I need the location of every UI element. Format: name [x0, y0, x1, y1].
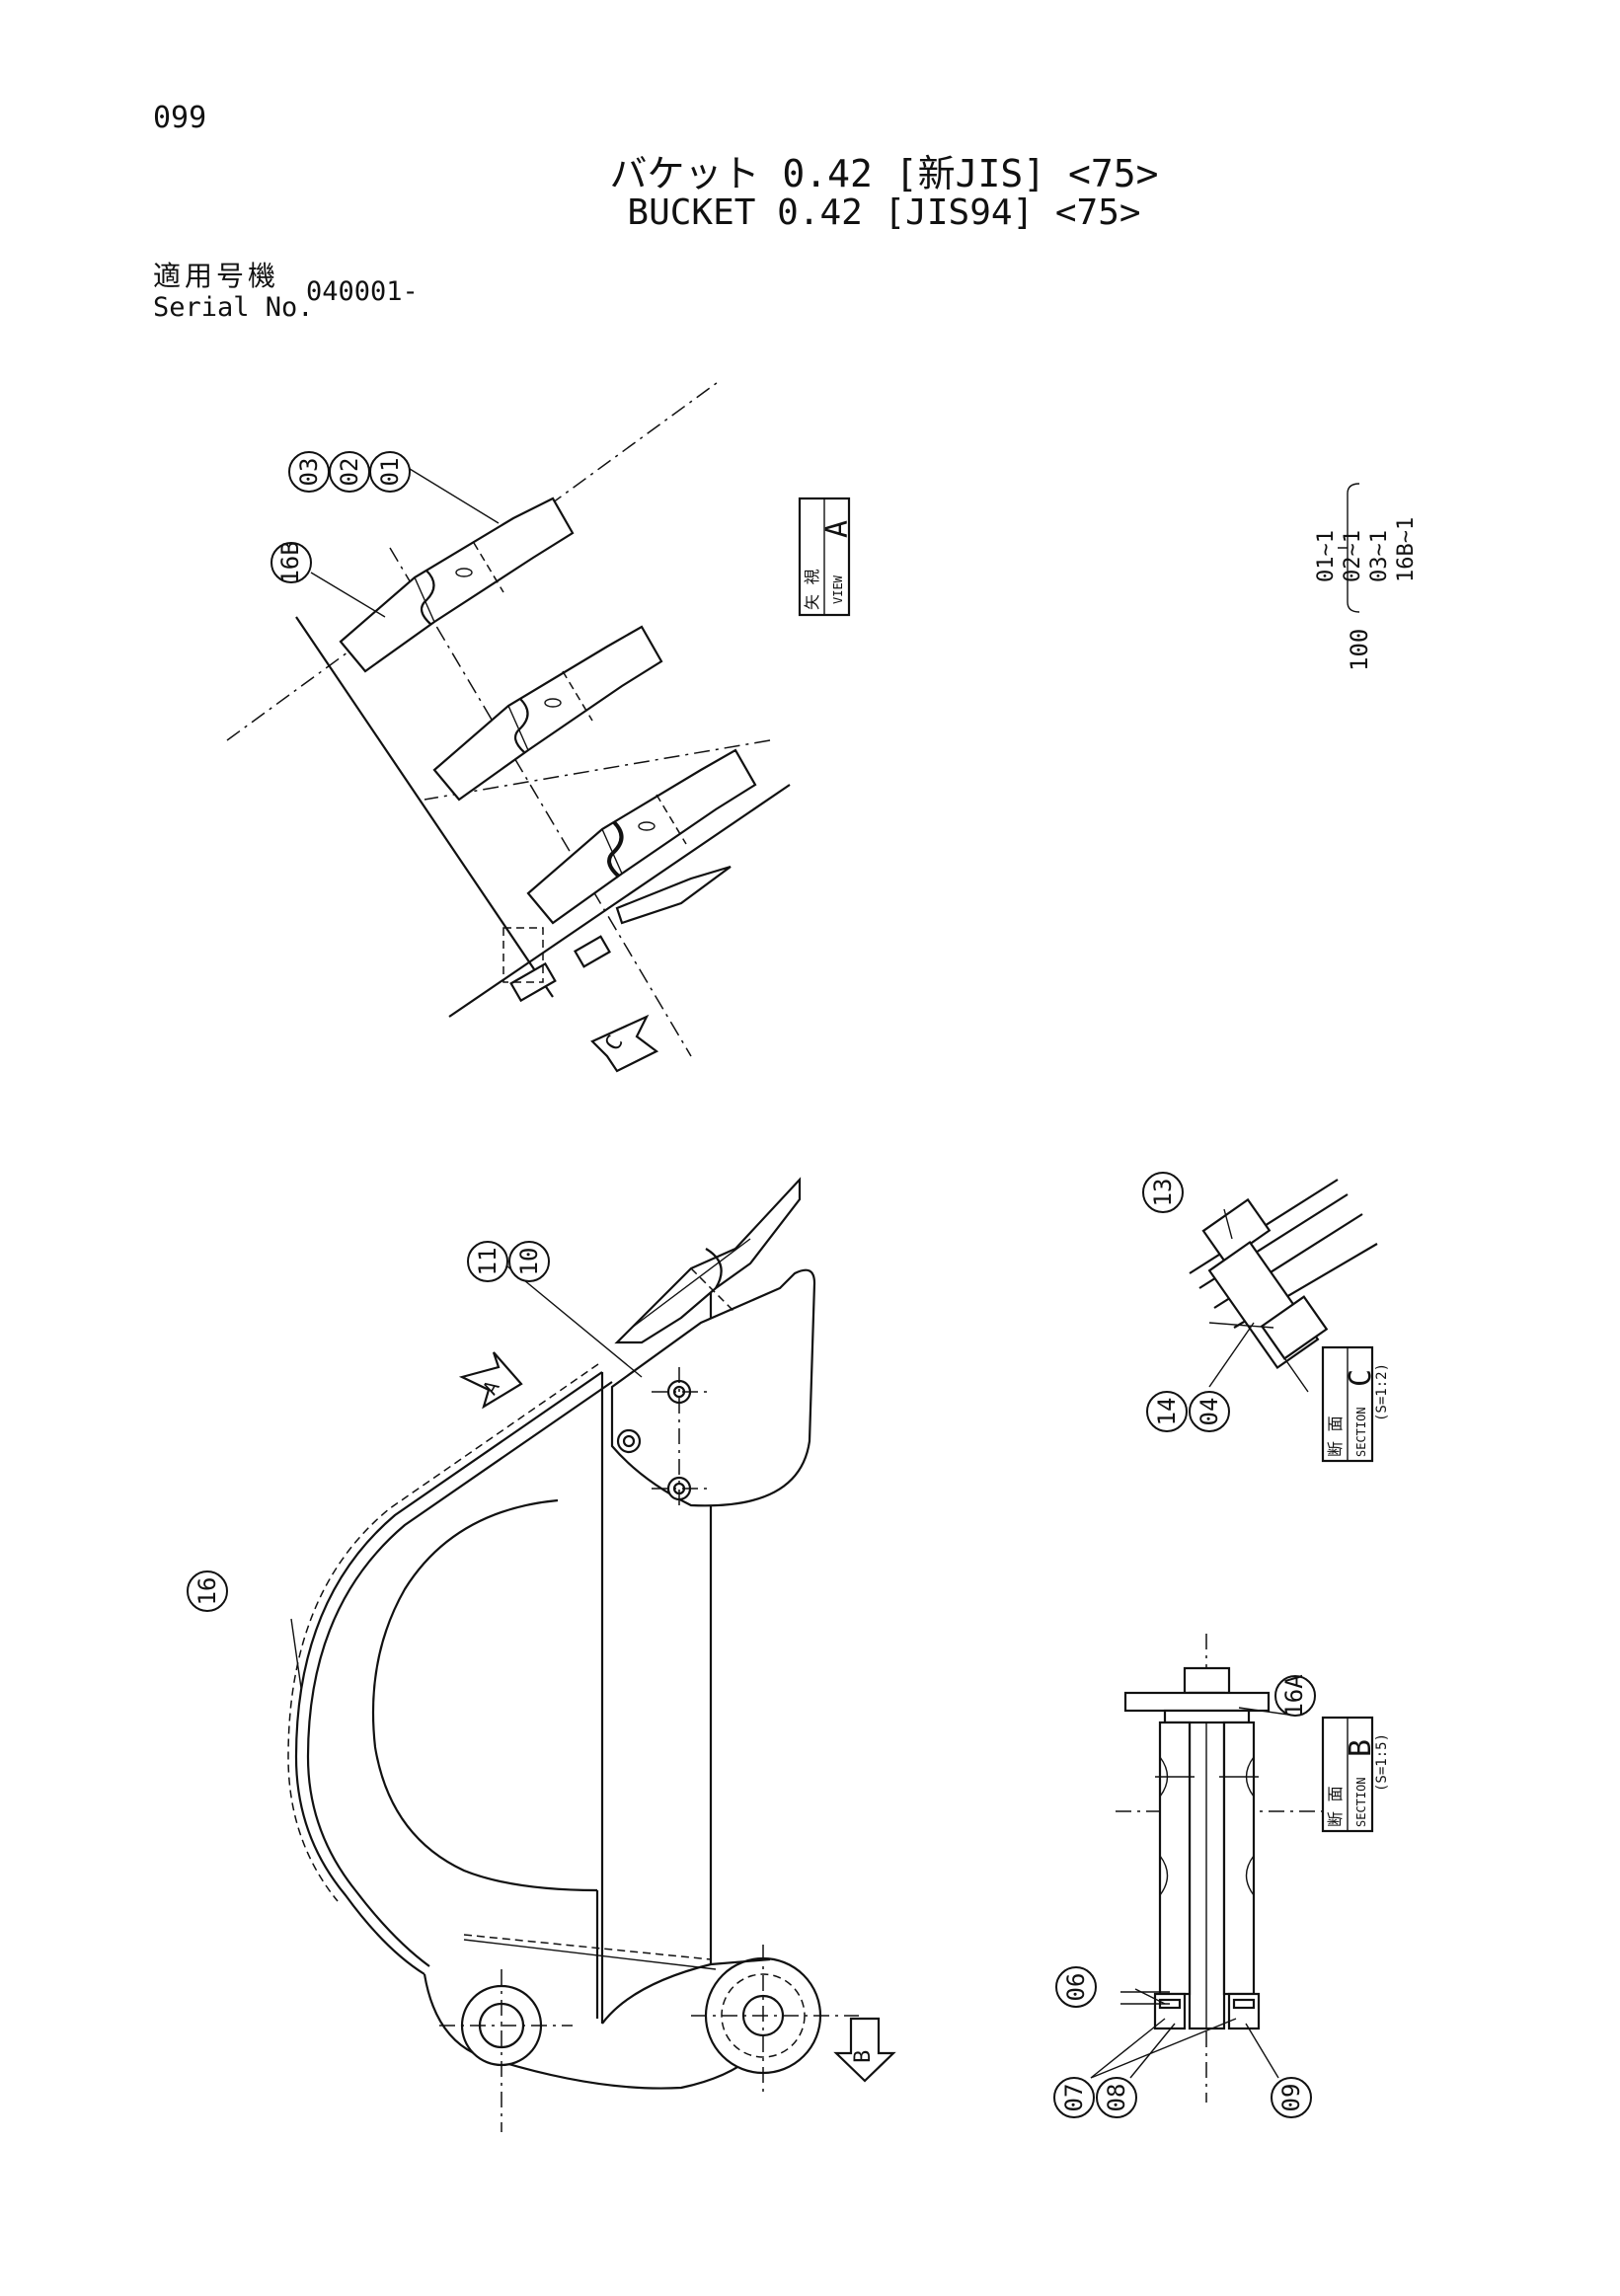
callout-08: 08: [1096, 2077, 1137, 2118]
callout-03: 03: [288, 451, 330, 493]
callout-10: 10: [508, 1241, 550, 1282]
callout-07: 07: [1053, 2077, 1095, 2118]
svg-text:VIEW: VIEW: [831, 574, 845, 604]
svg-text:01~1: 01~1: [1314, 530, 1339, 582]
svg-text:C: C: [1344, 1369, 1378, 1387]
tooth-2: [432, 625, 663, 802]
svg-text:SECTION: SECTION: [1354, 1777, 1368, 1827]
callout-02: 02: [329, 451, 370, 493]
page-number: 099: [153, 101, 207, 135]
svg-text:06: 06: [1062, 1973, 1090, 2002]
callout-06: 06: [1055, 1966, 1097, 2008]
svg-text:01: 01: [376, 458, 404, 487]
serial-number-value: 040001-: [306, 276, 419, 307]
svg-text:08: 08: [1103, 2084, 1130, 2112]
view-a-label: 矢 視 VIEW A: [798, 497, 855, 617]
svg-text:A: A: [820, 520, 855, 538]
svg-text:B: B: [1344, 1739, 1378, 1757]
serial-label-english: Serial No.: [153, 292, 314, 323]
view-a-arrow: A: [458, 1351, 523, 1410]
svg-text:SECTION: SECTION: [1354, 1407, 1368, 1457]
svg-text:16B~1: 16B~1: [1394, 517, 1419, 582]
svg-text:02: 02: [336, 458, 363, 487]
svg-text:11: 11: [474, 1248, 501, 1276]
section-b-label: 断 面 SECTION B (S=1:5): [1321, 1716, 1390, 1833]
callout-01: 01: [369, 451, 411, 493]
callout-09: 09: [1271, 2077, 1312, 2118]
section-b-drawing: [1090, 1634, 1357, 2103]
callout-04: 04: [1189, 1391, 1230, 1432]
svg-text:16B: 16B: [276, 541, 304, 583]
section-c-label: 断 面 SECTION C (S=1:2): [1321, 1345, 1390, 1463]
svg-text:B: B: [851, 2050, 876, 2063]
svg-text:(S=1:5): (S=1:5): [1374, 1733, 1390, 1792]
svg-text:16: 16: [193, 1577, 221, 1606]
serial-label-japanese: 適用号機: [153, 260, 280, 292]
callout-16a: 16A: [1274, 1674, 1316, 1718]
tooth-3: [526, 748, 757, 925]
svg-text:07: 07: [1060, 2084, 1088, 2112]
bucket-side-view: [287, 1177, 859, 2132]
svg-text:10: 10: [515, 1248, 543, 1276]
page-title-japanese: バケット 0.42 [新JIS] <75>: [609, 152, 1159, 195]
svg-text:04: 04: [1196, 1398, 1223, 1426]
callout-16: 16: [187, 1570, 228, 1612]
assembly-list: 100 01~1 02~1 03~1 16B~1: [1314, 483, 1419, 671]
callout-11: 11: [467, 1241, 508, 1282]
svg-text:02~1: 02~1: [1341, 530, 1365, 582]
section-c-drawing: [1189, 1179, 1378, 1388]
callout-16b: 16B: [270, 541, 312, 584]
svg-text:16A: 16A: [1280, 1674, 1308, 1718]
svg-text:100: 100: [1346, 629, 1373, 671]
section-c-arrow: C: [590, 1014, 659, 1073]
section-b-arrow: B: [833, 2017, 896, 2083]
svg-text:(S=1:2): (S=1:2): [1374, 1363, 1390, 1421]
tooth-1: [339, 497, 575, 673]
page-title-english: BUCKET 0.42 [JIS94] <75>: [627, 192, 1141, 233]
svg-text:13: 13: [1149, 1179, 1177, 1207]
svg-text:断 面: 断 面: [1326, 1786, 1345, 1827]
svg-text:03: 03: [295, 458, 323, 487]
callout-14: 14: [1146, 1391, 1188, 1432]
svg-text:断 面: 断 面: [1326, 1416, 1345, 1457]
view-a-teeth-drawing: [226, 379, 791, 1057]
svg-text:14: 14: [1153, 1398, 1181, 1426]
svg-text:09: 09: [1277, 2084, 1305, 2112]
svg-text:矢 視: 矢 視: [803, 569, 821, 610]
svg-text:03~1: 03~1: [1367, 530, 1392, 582]
callout-13: 13: [1142, 1172, 1184, 1213]
